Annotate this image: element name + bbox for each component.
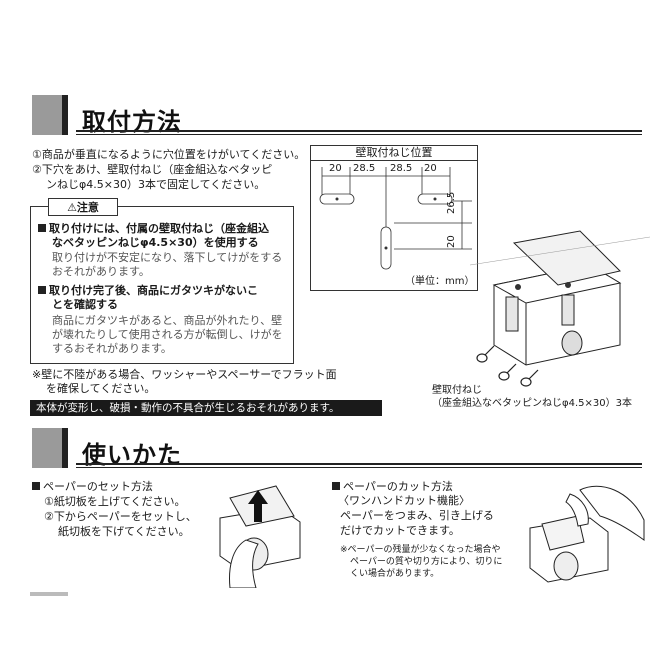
section-rule xyxy=(76,130,642,132)
screw-caption-2: （座金組込なベタッピンねじφ4.5×30）3本 xyxy=(432,398,632,409)
bullet-square-icon xyxy=(32,482,40,490)
section-marker-accent xyxy=(62,428,68,468)
cut-method-heading: ペーパーのカット方法 xyxy=(332,480,453,495)
set-step-2: ②下からペーパーをセットし、 xyxy=(44,510,197,523)
diagram-title: 壁取付ねじ位置 xyxy=(310,145,478,161)
screw-position-diagram xyxy=(310,145,478,291)
note-line-1: ※壁に不陸がある場合、ワッシャーやスペーサーでフラット面 xyxy=(32,368,337,381)
section-rule xyxy=(76,463,642,465)
cut-line-2: だけでカットできます。 xyxy=(340,524,460,537)
cut-note-1: ※ペーパーの残量が少なくなった場合や xyxy=(340,545,501,555)
section-rule-thin xyxy=(76,134,642,135)
section-rule-thin xyxy=(76,467,642,468)
dim-h-3: 28.5 xyxy=(390,163,413,174)
step-1: ①商品が垂直になるように穴位置をけがいてください。 xyxy=(32,148,306,161)
cut-line-1: ペーパーをつまみ、引き上げる xyxy=(340,509,494,522)
caution-box xyxy=(30,206,294,364)
cut-method-sub: 〈ワンハンドカット機能〉 xyxy=(338,494,470,507)
footer-mark xyxy=(30,592,68,596)
caution-item-2-head2: とを確認する xyxy=(52,298,118,311)
caution-label: ⚠注意 xyxy=(48,198,118,216)
caution-item-1-body2: おそれがあります。 xyxy=(52,265,150,278)
caution-item-1-head: 取り付けには、付属の壁取付ねじ（座金組込 xyxy=(38,222,269,237)
set-method-heading: ペーパーのセット方法 xyxy=(32,480,153,495)
unit-label: （単位：mm） xyxy=(405,276,475,287)
screw-icon xyxy=(476,345,539,387)
note-line-2: を確保してください。 xyxy=(46,382,156,395)
dim-v-1: 26.5 xyxy=(446,191,457,214)
set-step-1: ①紙切板を上げてください。 xyxy=(44,495,186,508)
bullet-square-icon xyxy=(332,482,340,490)
set-step-2b: 紙切板を下げてください。 xyxy=(58,525,190,538)
holder-install-illustration xyxy=(470,230,650,366)
diagram-drawing xyxy=(319,167,472,270)
dim-v-2: 20 xyxy=(446,235,457,248)
cut-note-2: ペーパーの質や切り方により、切りに xyxy=(350,557,503,567)
dim-h-4: 20 xyxy=(424,163,437,174)
screw-caption-1: 壁取付ねじ xyxy=(432,385,482,396)
bullet-square-icon xyxy=(38,286,46,294)
paper-set-illustration xyxy=(219,485,301,588)
paper-cut-illustration xyxy=(529,485,645,583)
caution-item-2-body2: が壊れたりして使用される方が転倒し、けがを xyxy=(52,328,283,341)
step-2a: ②下穴をあけ、壁取付ねじ（座金組込なベタッピ xyxy=(32,163,273,176)
bullet-square-icon xyxy=(38,224,46,232)
caution-item-1-head2: なベタッピンねじφ4.5×30）を使用する xyxy=(52,236,259,249)
step-2b: ンねじφ4.5×30）3本で固定してください。 xyxy=(46,178,266,191)
caution-item-1-body: 取り付けが不安定になり、落下してけがをする xyxy=(52,251,283,264)
caution-item-2-body: 商品にガタツキがあると、商品が外れたり、壁 xyxy=(52,314,283,327)
caution-item-2-body3: するおそれがあります。 xyxy=(52,342,172,355)
dim-h-1: 20 xyxy=(329,163,342,174)
section-marker-accent xyxy=(62,95,68,135)
cut-note-3: くい場合があります。 xyxy=(350,569,440,579)
warning-bar: 本体が変形し、破損・動作の不具合が生じるおそれがあります。 xyxy=(30,400,382,416)
dim-h-2: 28.5 xyxy=(353,163,376,174)
caution-item-2-head: 取り付け完了後、商品にガタツキがないこ xyxy=(38,284,258,299)
